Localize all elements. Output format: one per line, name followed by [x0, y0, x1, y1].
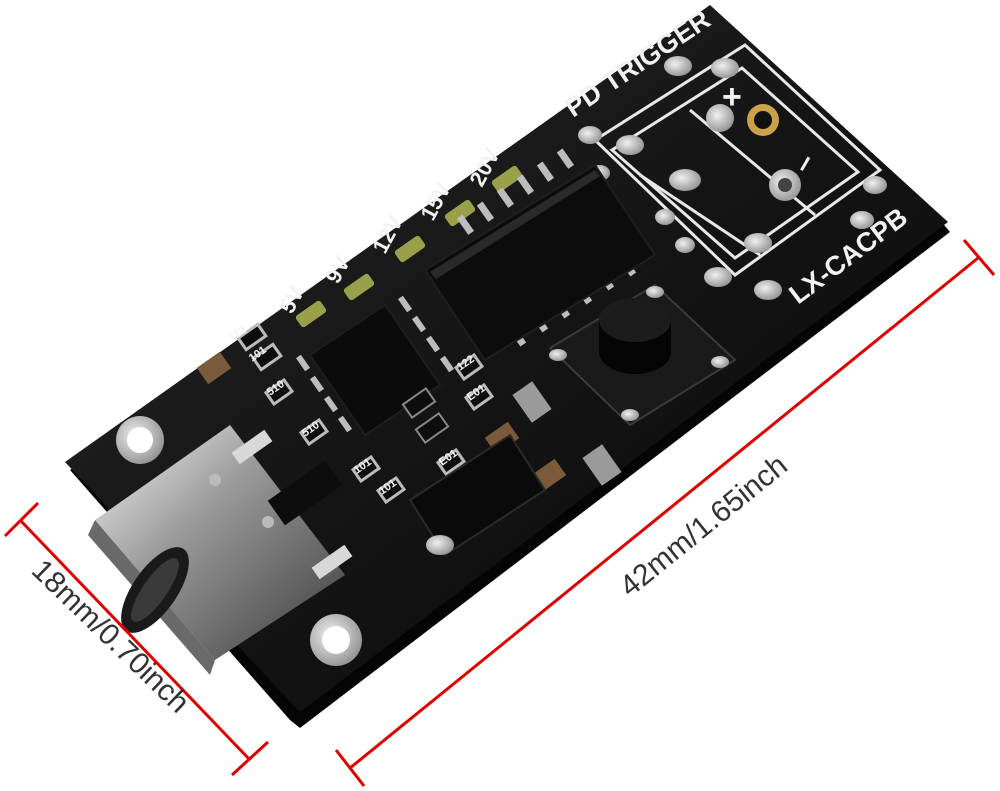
- main-ic: [423, 148, 657, 362]
- usb-c-connector-icon: [88, 425, 353, 675]
- terminal-pads: [578, 56, 887, 300]
- width-dimension: [3, 501, 270, 777]
- length-dimension: [334, 239, 996, 787]
- led-row: [295, 165, 523, 328]
- push-button-icon: [548, 283, 737, 427]
- smd-components: [196, 322, 567, 505]
- mosfet: [408, 381, 622, 557]
- plus-sign: +: [722, 78, 742, 116]
- mounting-hole-icon: [116, 416, 362, 666]
- length-dimension-label: 42mm/1.65inch: [614, 449, 794, 604]
